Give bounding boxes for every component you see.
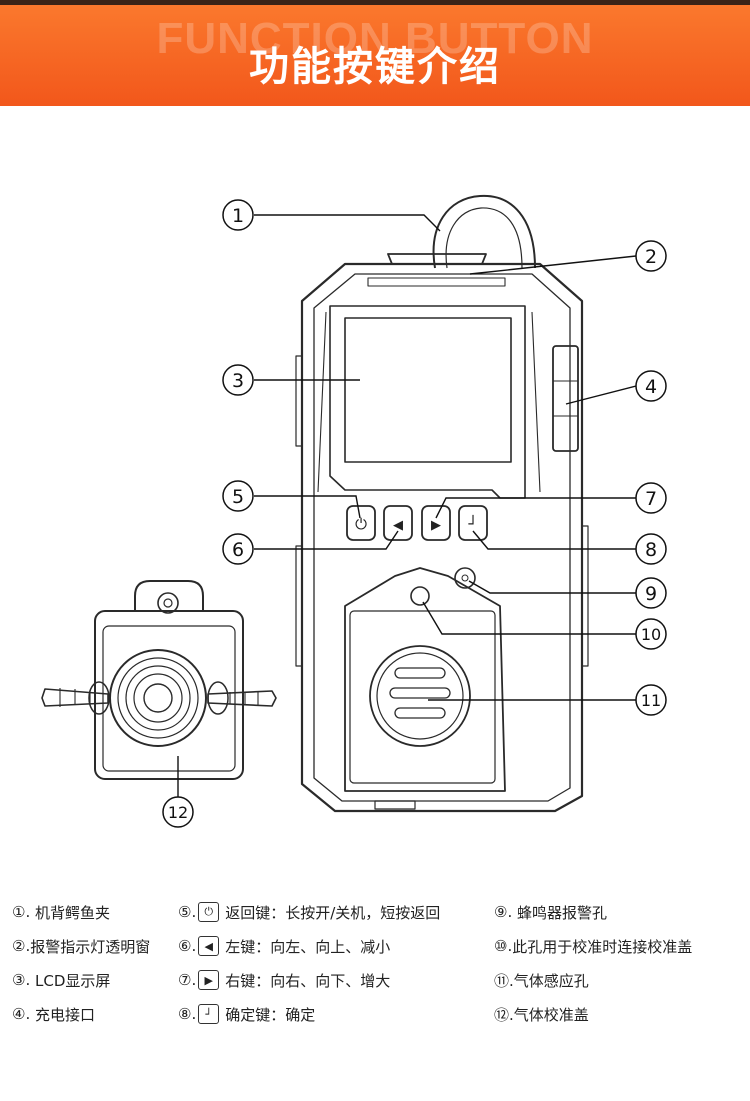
callout-9: 9 [645, 583, 657, 605]
legend-column-1: ①. 机背鳄鱼夹 ②.报警指示灯透明窗 ③. LCD显示屏 ④. 充电接口 [12, 895, 150, 1031]
lower-panel [344, 567, 506, 792]
legend-item: ⑩.此孔用于校准时连接校准盖 [494, 937, 693, 956]
legend-item: ④. 充电接口 [12, 1005, 96, 1024]
legend: ①. 机背鳄鱼夹 ②.报警指示灯透明窗 ③. LCD显示屏 ④. 充电接口 ⑤.… [0, 895, 750, 1045]
callout-7: 7 [645, 488, 657, 510]
callout-1: 1 [232, 205, 244, 227]
power-button [346, 505, 376, 541]
right-arrow-icon: ▶ [198, 970, 220, 990]
calibration-cap [94, 610, 244, 780]
legend-item: ⑥.◀左键：向左、向上、减小 [178, 936, 391, 956]
legend-column-3: ⑨. 蜂鸣器报警孔 ⑩.此孔用于校准时连接校准盖 ⑪.气体感应孔 ⑫.气体校准盖 [494, 895, 692, 1031]
legend-item: ⑧.┘确定键：确定 [178, 1004, 316, 1024]
banner-background-text: FUNCTION BUTTON [156, 14, 594, 63]
back-clip [432, 194, 536, 269]
device-diagram: ⏻ ◀ ▶ ┘ 1 2 3 4 5 [41, 194, 667, 828]
alarm-light-window [387, 253, 487, 265]
left-arrow-icon: ◀ [198, 936, 220, 956]
device-body [300, 262, 584, 813]
callout-2: 2 [645, 246, 657, 268]
callout-11: 11 [641, 691, 661, 710]
header-banner: FUNCTION BUTTON 功能按键介绍 [0, 0, 750, 106]
screen-bezel [329, 305, 526, 499]
callout-6: 6 [232, 539, 244, 561]
calibration-hole [410, 586, 430, 606]
page-title: 功能按键介绍 [249, 44, 501, 90]
buzzer-hole [454, 567, 476, 589]
legend-item: ⑦.▶右键：向右、向下、增大 [178, 970, 391, 990]
legend-item: ②.报警指示灯透明窗 [12, 937, 151, 956]
power-icon: ⏻ [198, 902, 220, 922]
legend-item: ③. LCD显示屏 [12, 971, 111, 990]
legend-item: ①. 机背鳄鱼夹 [12, 903, 111, 922]
lcd-screen [344, 317, 512, 463]
legend-item: ⑨. 蜂鸣器报警孔 [494, 903, 608, 922]
left-button [383, 505, 413, 541]
callout-3: 3 [232, 370, 244, 392]
power-glyph: ⏻ [355, 515, 367, 533]
right-glyph: ▶ [431, 518, 441, 533]
callout-8: 8 [645, 539, 657, 561]
callout-10: 10 [641, 625, 661, 644]
enter-glyph: ┘ [467, 514, 477, 533]
callout-4: 4 [645, 376, 657, 398]
gas-sensor [369, 645, 471, 747]
callout-12: 12 [168, 803, 188, 822]
charging-port [552, 345, 579, 452]
legend-item: ⑪.气体感应孔 [494, 971, 589, 990]
callout-5: 5 [232, 486, 244, 508]
legend-item: ⑫.气体校准盖 [494, 1005, 589, 1024]
right-button [421, 505, 451, 541]
legend-item: ⑤.⏻返回键：长按开/关机，短按返回 [178, 902, 441, 922]
banner-top-strip [0, 0, 750, 5]
enter-button [458, 505, 488, 541]
left-glyph: ◀ [393, 518, 403, 533]
legend-column-2: ⑤.⏻返回键：长按开/关机，短按返回 ⑥.◀左键：向左、向上、减小 ⑦.▶右键：… [178, 895, 440, 1031]
enter-icon: ┘ [198, 1004, 220, 1024]
